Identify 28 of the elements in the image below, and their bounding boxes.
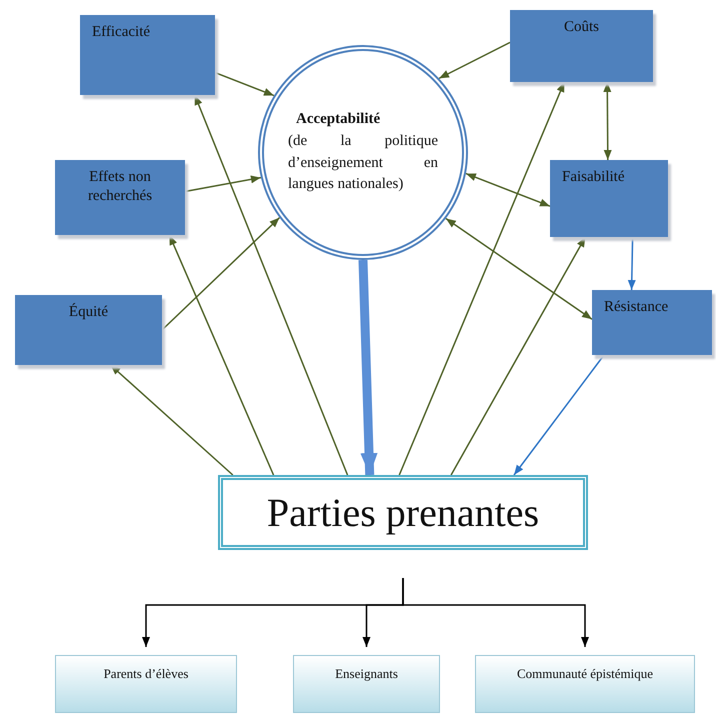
arrow <box>450 236 586 476</box>
arrow <box>513 354 605 476</box>
arrow <box>110 364 234 476</box>
criterion-box: Faisabilité <box>550 160 668 237</box>
criterion-box: Effets non recherchés <box>55 160 185 235</box>
criterion-box: Efficacité <box>80 15 215 95</box>
arrow <box>445 218 592 320</box>
arrow <box>398 82 566 476</box>
stakeholders-box: Parties prenantes <box>218 475 588 550</box>
arrow <box>438 42 510 80</box>
criterion-box: Résistance <box>592 290 712 355</box>
arrow <box>194 94 348 476</box>
stakeholder-group-box: Enseignants <box>293 655 440 713</box>
thick-arrow <box>358 260 378 476</box>
arrow <box>628 236 636 290</box>
arrow <box>603 82 612 160</box>
arrow <box>168 234 274 476</box>
arrow <box>161 217 280 331</box>
criterion-box: Coûts <box>510 10 653 82</box>
arrow <box>466 172 550 207</box>
arrow <box>402 578 589 647</box>
arrow <box>184 175 262 192</box>
arrow <box>214 72 274 96</box>
stakeholder-group-box: Parents d’élèves <box>55 655 237 713</box>
stakeholder-group-box: Communauté épistémique <box>475 655 695 713</box>
criterion-box: Équité <box>15 295 162 365</box>
circle-text: (de la politique d’enseignement en langues nationales) <box>288 132 438 194</box>
circle-heading: Acceptabilité <box>296 110 382 129</box>
